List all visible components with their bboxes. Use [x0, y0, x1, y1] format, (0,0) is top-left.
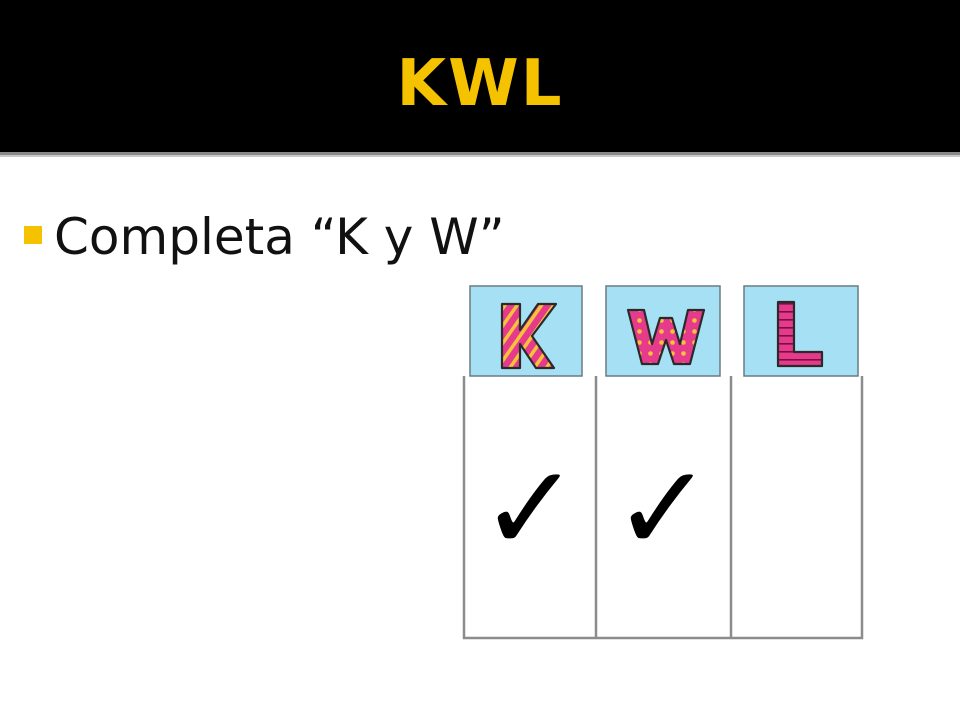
kwl-check-w: ✓	[613, 440, 714, 579]
bullet-square-icon	[24, 226, 42, 244]
title-bar: KWL	[0, 0, 960, 152]
title-divider-light	[0, 155, 960, 157]
kwl-chart-svg: ✓ ✓	[462, 285, 864, 640]
kwl-letter-l	[776, 300, 824, 368]
kwl-chart-image: ✓ ✓	[458, 282, 868, 644]
kwl-grid	[462, 376, 864, 640]
title-divider	[0, 152, 960, 155]
kwl-check-k: ✓	[480, 440, 581, 579]
kwl-letter-w	[626, 308, 706, 366]
slide-title: KWL	[396, 47, 564, 121]
bullet-text: Completa “K y W”	[54, 208, 505, 266]
kwl-letter-k	[500, 302, 558, 370]
